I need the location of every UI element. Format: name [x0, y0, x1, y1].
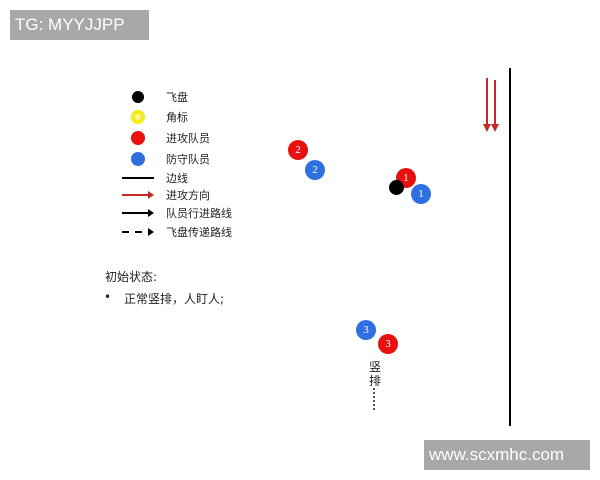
watermark-top: TG: MYYJJPP — [10, 10, 149, 40]
defense-player-3: 3 — [356, 320, 376, 340]
legend-label: 飞盘 — [166, 91, 188, 104]
stack-label: 竖排 — [369, 360, 382, 388]
sideline — [509, 68, 511, 426]
cone-icon — [131, 110, 145, 124]
defense-player-2: 2 — [305, 160, 325, 180]
defense-player-icon — [131, 152, 145, 166]
watermark-bottom: www.scxmhc.com — [424, 440, 590, 470]
legend-label: 飞盘传递路线 — [166, 226, 232, 239]
legend-label: 进攻队员 — [166, 132, 210, 145]
disc-icon — [132, 91, 144, 103]
legend-label: 防守队员 — [166, 153, 210, 166]
black-arrow-icon — [122, 209, 154, 217]
legend-item-offense: 进攻队员 — [110, 129, 210, 147]
initial-state-bullet: • — [104, 290, 112, 304]
legend-item-player-route: 队员行进路线 — [110, 204, 232, 222]
sideline-icon — [122, 177, 154, 179]
disc — [389, 180, 404, 195]
legend-label: 角标 — [166, 111, 188, 124]
offense-player-3: 3 — [378, 334, 398, 354]
legend-item-defense: 防守队员 — [110, 150, 210, 168]
initial-state-text: 正常竖排，人盯人; — [124, 292, 225, 306]
red-arrow-icon — [122, 191, 154, 199]
attack-direction-arrows — [483, 78, 499, 132]
legend-item-disc: 飞盘 — [110, 88, 188, 106]
defense-player-1: 1 — [411, 184, 431, 204]
legend-label: 边线 — [166, 172, 188, 185]
legend-item-cone: 角标 — [110, 108, 188, 126]
legend-label: 队员行进路线 — [166, 207, 232, 220]
offense-player-2: 2 — [288, 140, 308, 160]
stack-dots — [373, 388, 377, 410]
legend-item-sideline: 边线 — [110, 169, 188, 187]
offense-player-icon — [131, 131, 145, 145]
legend-label: 进攻方向 — [166, 189, 210, 202]
dashed-arrow-icon — [122, 228, 154, 236]
legend-item-attack-direction: 进攻方向 — [110, 186, 210, 204]
legend-item-disc-route: 飞盘传递路线 — [110, 223, 232, 241]
initial-state-title: 初始状态: — [105, 270, 158, 284]
